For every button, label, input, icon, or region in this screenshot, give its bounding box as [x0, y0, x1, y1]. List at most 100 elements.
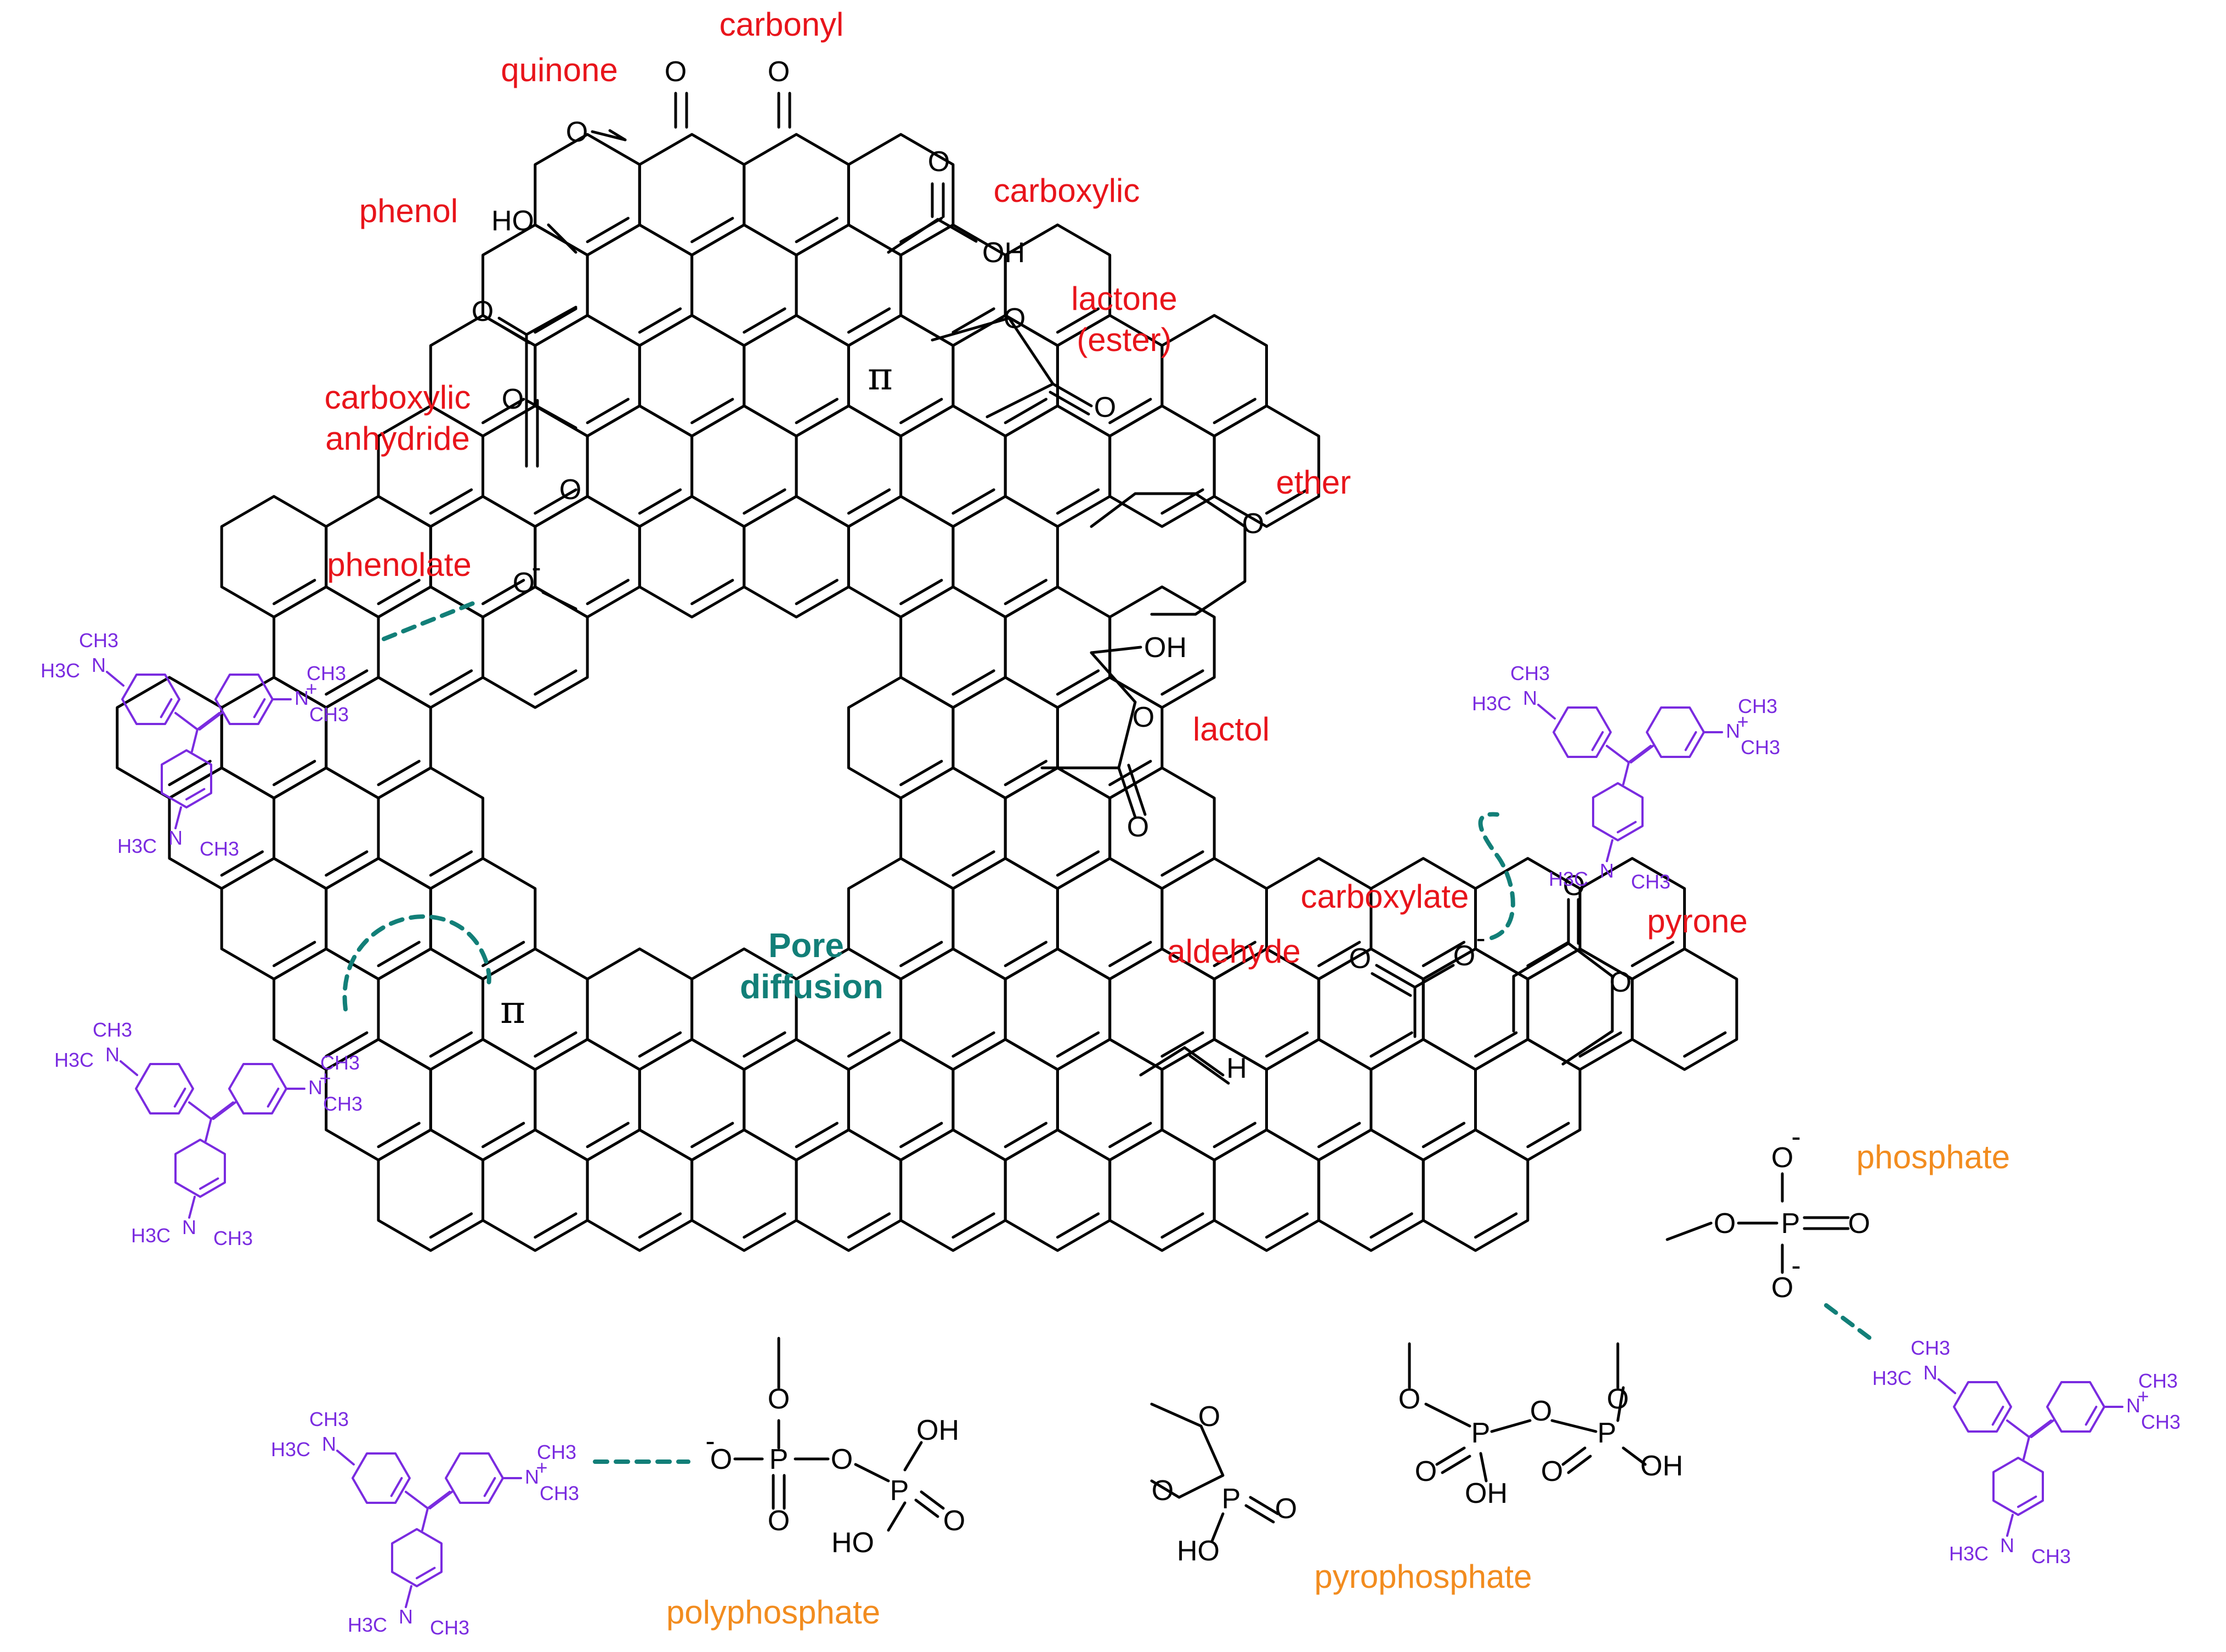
ring-r3-c0-double-bond: [429, 488, 473, 515]
ring-r11-c3-double-bond: [743, 1212, 786, 1239]
ring-r4-c-1: [220, 495, 328, 619]
ring-r4-c1-double-bond: [482, 579, 525, 606]
ring-r3-c7: [1108, 404, 1216, 528]
ring-r9-c0-double-bond: [429, 1031, 473, 1058]
dye-bond-right: [210, 1101, 234, 1120]
ring-r11-c2-double-bond: [638, 1212, 682, 1239]
dye-n-bottom: N: [399, 1605, 413, 1628]
dye-me-left-1: H3C: [41, 659, 80, 682]
ring-r11-c6: [1004, 1128, 1112, 1252]
ring-r5-c5: [899, 585, 1007, 709]
ring-r5-c0-double-bond: [429, 669, 473, 696]
ring-r3-c3: [690, 404, 798, 528]
dye-me-left-1: H3C: [54, 1049, 94, 1071]
ring-r5-c7-double-bond: [1160, 669, 1204, 696]
ring-r9-c10-double-bond: [1474, 1031, 1518, 1058]
polyphosphate-oh-1: OH: [916, 1415, 959, 1446]
ring-r8-c1-double-bond: [482, 941, 525, 968]
ring-r0-c4: [743, 133, 850, 257]
ring-r11-c10-double-bond: [1474, 1212, 1518, 1239]
ring-r1-c2-double-bond: [638, 307, 682, 334]
o-quinone-2: O: [566, 116, 588, 148]
dye-me-bottom-1: H3C: [348, 1614, 387, 1636]
dye-n-left: N: [1923, 1361, 1938, 1384]
dye-ring-left: [352, 1452, 411, 1504]
phosphate-charge-2: -: [1791, 1250, 1800, 1282]
ring-r7-c5: [899, 766, 1007, 890]
ring-r9-c11-double-bond: [1578, 1031, 1622, 1058]
o-carboxylate-2: O: [1453, 940, 1475, 972]
o-cyclic-double: O: [1275, 1493, 1297, 1525]
dye-me-bottom-2: CH3: [1631, 870, 1670, 893]
dye-ring-bottom: [174, 1139, 226, 1198]
dye-bond-right-double: [199, 712, 223, 731]
ring-r9-c7-double-bond: [1160, 1031, 1204, 1058]
ring-r10-c6-double-bond: [1004, 1122, 1047, 1149]
ring-r5-c6-double-bond: [1056, 669, 1100, 696]
ring-r8-c0-double-bond: [377, 941, 421, 968]
ring-r9-c1: [482, 947, 589, 1071]
ring-r1-c2: [586, 223, 694, 347]
ring-r4-c6-double-bond: [1004, 579, 1047, 606]
dye-bond-right-double: [212, 1101, 236, 1120]
ring-r11-c4: [795, 1128, 903, 1252]
interaction-carboxylate: [1478, 812, 1515, 940]
o-pyrone-ring: O: [1610, 966, 1632, 998]
dye-bond-left: [405, 1491, 429, 1509]
dye-bond-right-double: [2030, 1419, 2054, 1438]
label-carbonyl: carbonyl: [720, 6, 844, 43]
o-quinone-1: O: [665, 56, 687, 88]
ring-r8-c5-double-bond: [899, 941, 943, 968]
ring-r4-c2: [534, 495, 641, 619]
ring-r11-c0-double-bond: [429, 1212, 473, 1239]
dye-n-bottom: N: [2000, 1534, 2014, 1557]
ring-r9-c6: [1004, 947, 1112, 1071]
label-diffusion: diffusion: [740, 968, 883, 1006]
ring-r11-c9-double-bond: [1369, 1212, 1413, 1239]
p-polyphosphate-2: P: [890, 1475, 909, 1507]
functional-group-labels: carbonyl quinone phenol carboxylic lacto…: [325, 6, 1748, 970]
ring-r2-c2-double-bond: [586, 398, 630, 425]
dye-n-bond-left: [1938, 1378, 1956, 1394]
ring-r0-c2: [534, 133, 641, 257]
dye-me-left-1: H3C: [271, 1438, 310, 1461]
ring-r11-c6-double-bond: [1056, 1212, 1100, 1239]
label-phenol: phenol: [359, 193, 458, 229]
dye-n-bond-bottom: [2006, 1514, 2014, 1537]
dye-me-left-1: H3C: [1472, 692, 1511, 715]
ring-r2-c5-double-bond: [899, 398, 943, 425]
dye-ring-left-inner: [160, 698, 173, 718]
ring-r9-c8-double-bond: [1265, 1031, 1309, 1058]
o-pyro-ester-1: O: [1398, 1383, 1420, 1415]
dye-n-right: N: [1726, 720, 1740, 742]
o-carboxylate-1: O: [1349, 943, 1371, 975]
ring-r10-c2-double-bond: [586, 1122, 630, 1149]
ring-r2-c8: [1160, 314, 1268, 438]
ring-r4-c0-double-bond: [377, 579, 421, 606]
ring-r3-c5: [899, 404, 1007, 528]
ring-r3-c4-double-bond: [847, 488, 891, 515]
ring-r11-c4-double-bond: [847, 1212, 891, 1239]
ring-r11-c1-double-bond: [534, 1212, 577, 1239]
ring-r4-c-1-double-bond: [273, 579, 316, 606]
dye-ring-right-inner: [253, 698, 266, 718]
dye-n-charge: +: [319, 1067, 331, 1089]
ring-r6-c6: [951, 676, 1059, 800]
dye-ring-bottom: [1992, 1457, 2044, 1516]
o-polyphosphate-ester: O: [768, 1383, 790, 1415]
ring-r6-c7: [1056, 676, 1164, 800]
dye-n-bottom: N: [1600, 859, 1614, 882]
dye-bond-right: [2028, 1419, 2052, 1438]
ring-r1-c4-double-bond: [847, 307, 891, 334]
dye-bond-right: [1628, 745, 1652, 763]
ring-r11-c9: [1317, 1128, 1425, 1252]
carboxylic-oh: OH: [982, 237, 1025, 269]
o-pyrone: O: [1563, 870, 1585, 902]
dye-ring-left-inner: [1591, 731, 1604, 751]
ring-r6-c6-double-bond: [1004, 760, 1047, 787]
dye-bond-bottom: [421, 1507, 429, 1531]
o-pyro-ester-2: O: [1607, 1383, 1629, 1415]
dye-me-bottom-1: H3C: [1949, 1542, 1989, 1565]
dye-bond-left: [1606, 745, 1630, 763]
label-pyrophosphate: pyrophosphate: [1315, 1558, 1532, 1595]
